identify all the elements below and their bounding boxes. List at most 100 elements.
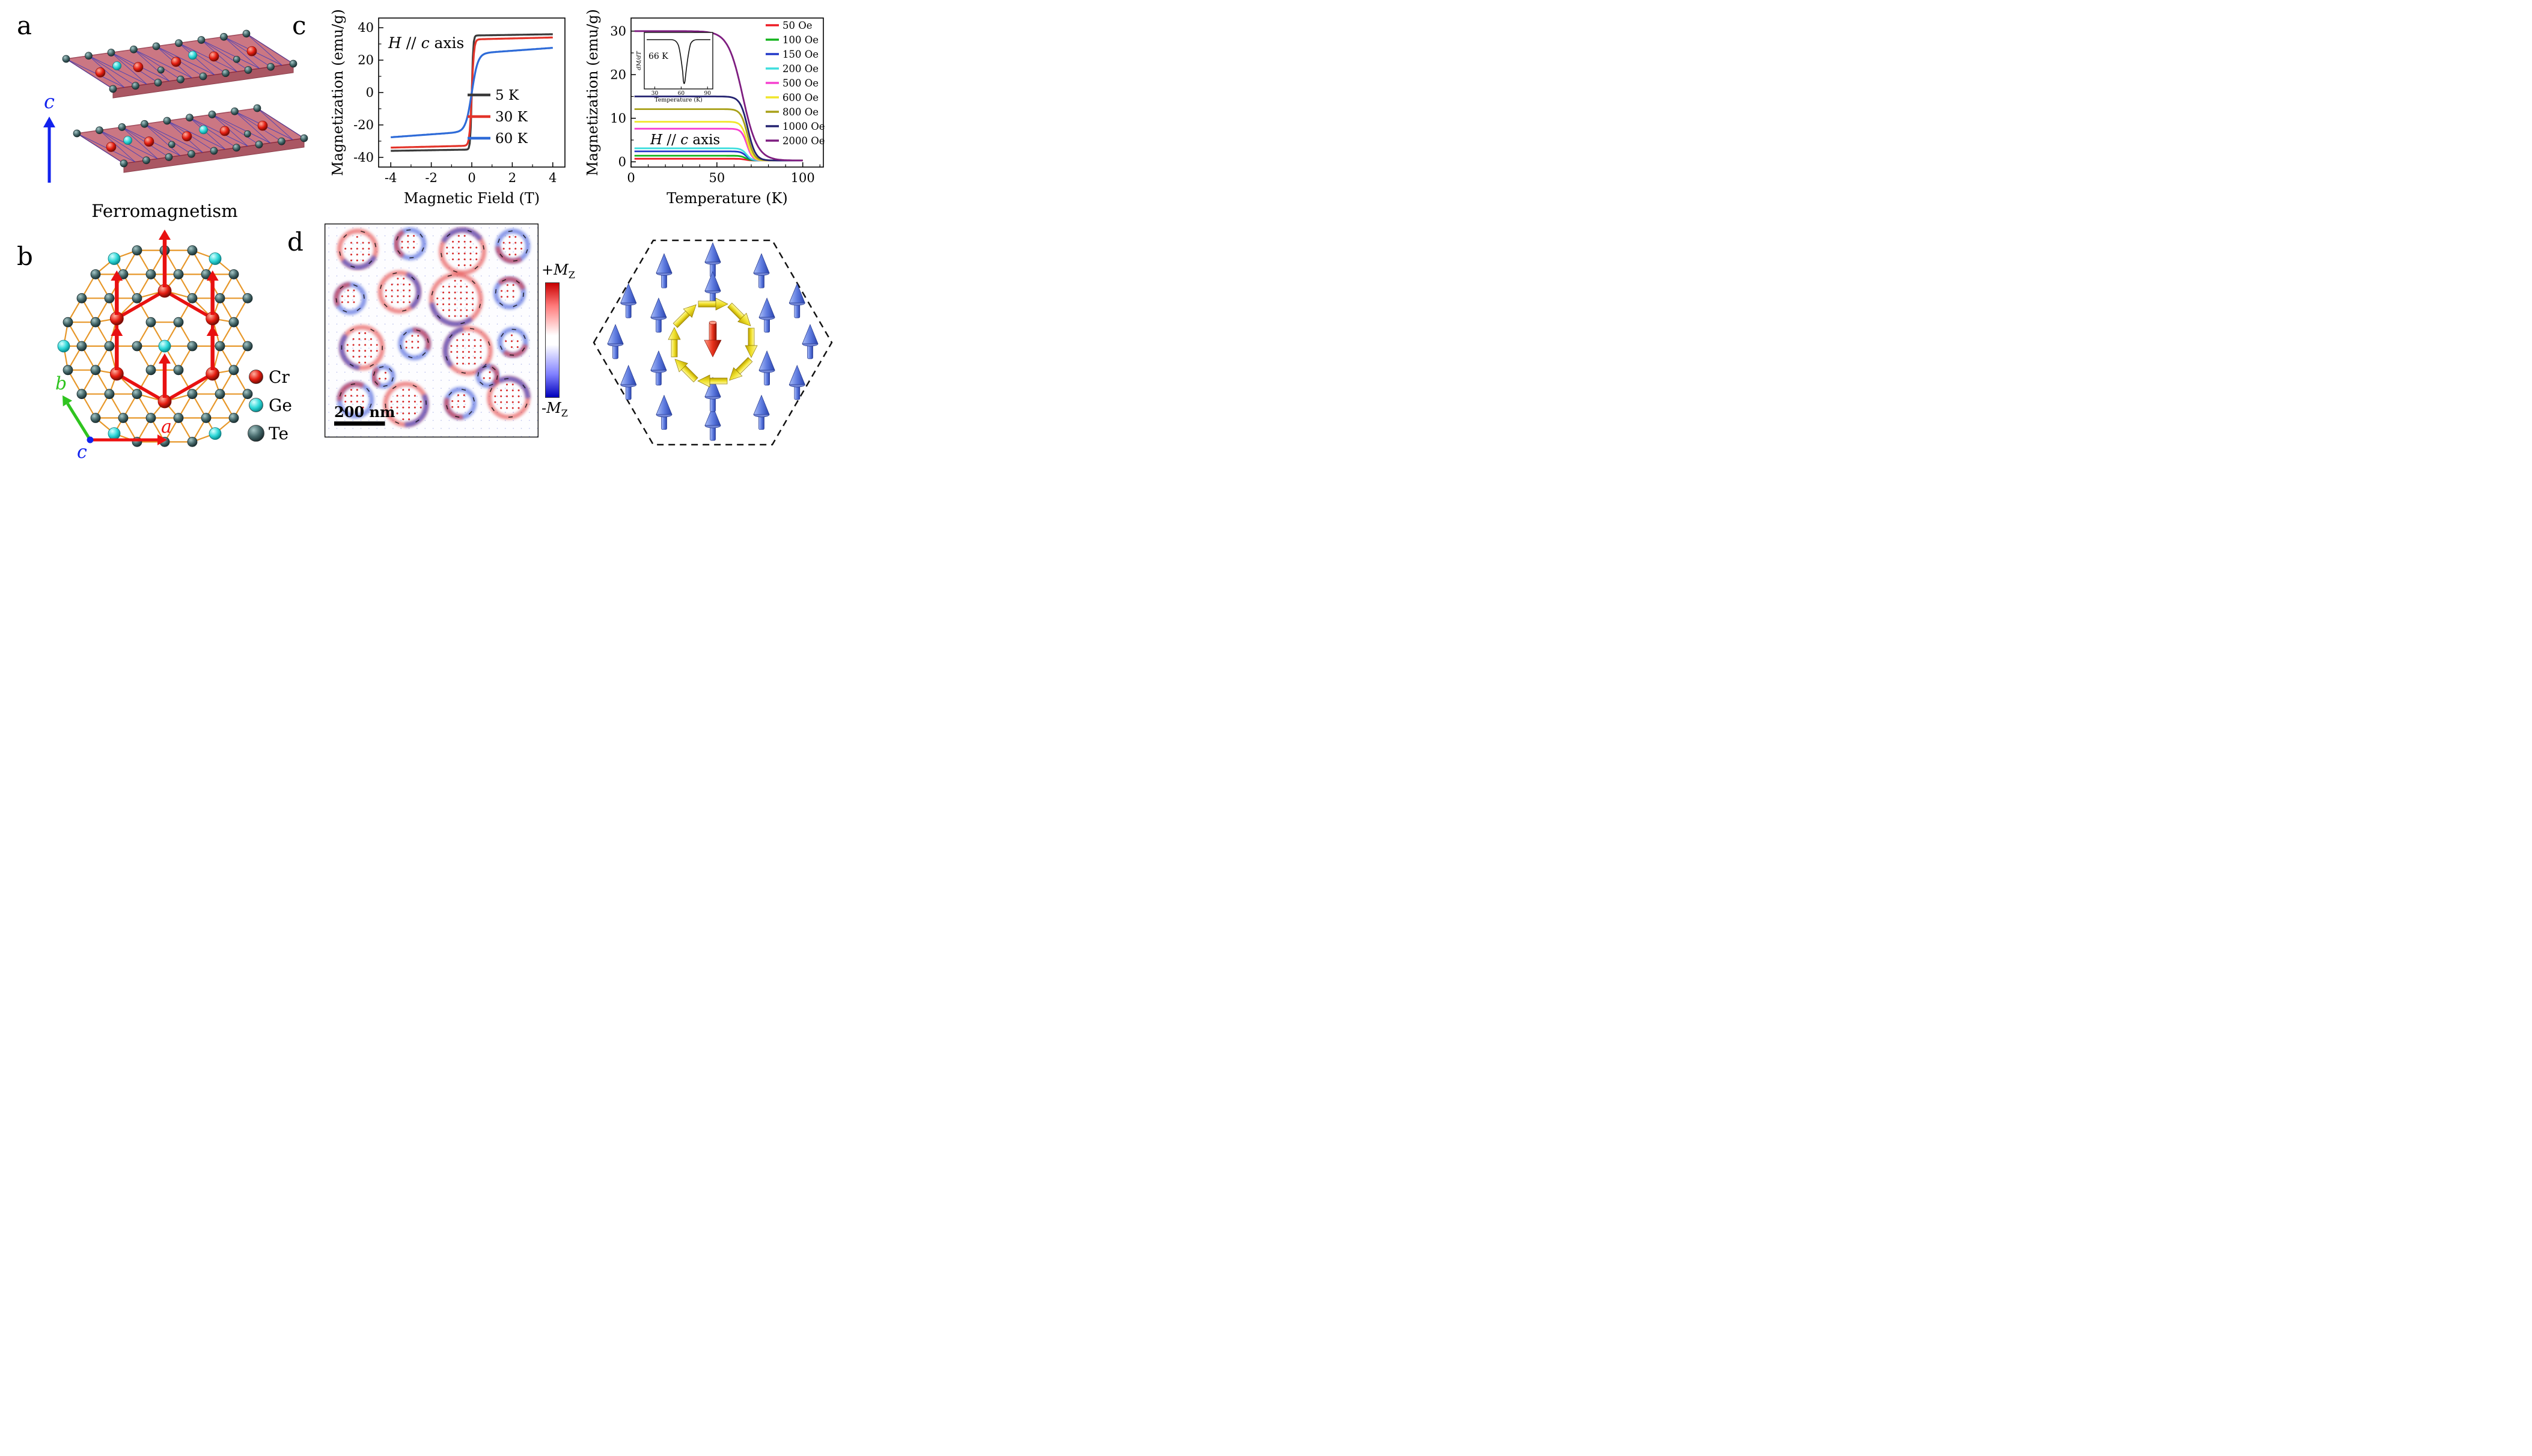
legend-label-50 Oe: 50 Oe [782, 20, 813, 31]
legend-label-100 Oe: 100 Oe [782, 34, 819, 46]
spin-arrows [111, 230, 219, 398]
in-plane-spin-arrow [698, 297, 728, 311]
axis-label-a: a [161, 416, 172, 437]
ge-atom [209, 427, 222, 440]
svg-text:0: 0 [627, 171, 635, 185]
te-atom [228, 365, 239, 376]
panel-label-b: b [17, 242, 33, 271]
up-spin-arrow [753, 253, 770, 288]
panel-label-c: c [292, 11, 307, 40]
atoms [57, 245, 253, 447]
te-atom [145, 317, 156, 327]
svg-text:0: 0 [468, 171, 475, 185]
y-axis-label: Magnetization (emu/g) [329, 9, 346, 176]
down-spin-arrow [704, 320, 722, 358]
svg-text:30: 30 [651, 91, 659, 97]
colorbar-label-minus: -MZ [541, 399, 568, 419]
x-axis-label: Temperature (K) [667, 190, 788, 207]
up-spin-arrow [789, 365, 805, 400]
plot-frame [630, 17, 824, 168]
te-atom [76, 341, 87, 352]
te-atom [90, 269, 101, 279]
inset-dip-label: 66 K [648, 52, 668, 61]
up-spin-arrow [650, 297, 667, 333]
te-atom [187, 293, 198, 303]
ge-atom [108, 252, 121, 265]
inset-x-label: Temperature (K) [654, 97, 703, 103]
legend-label-200 Oe: 200 Oe [782, 63, 819, 75]
in-plane-spin-arrow [727, 302, 751, 326]
te-atom [173, 317, 184, 327]
te-atom [242, 389, 253, 400]
c-axis-arrow [43, 117, 55, 183]
annotation-h-parallel-c: H // c axis [388, 34, 464, 52]
series-2000 Oe [634, 30, 803, 162]
series-1000 Oe [634, 96, 803, 162]
svg-text:10: 10 [610, 111, 626, 126]
ge-atom [57, 340, 70, 353]
te-atom [132, 245, 142, 256]
up-spin-arrow [620, 283, 637, 318]
x-axis-label: Magnetic Field (T) [404, 190, 540, 207]
up-spin-arrow [704, 377, 721, 412]
legend-label-30 K: 30 K [495, 109, 528, 125]
te-atom [187, 341, 198, 352]
te-atom [187, 245, 198, 256]
in-plane-spin-arrow [745, 327, 758, 358]
svg-text:20: 20 [358, 53, 374, 67]
svg-text:4: 4 [549, 171, 557, 185]
colorbar: +MZ -MZ [541, 261, 584, 419]
ticks [379, 27, 554, 167]
te-atom [145, 365, 156, 376]
te-atom [63, 317, 73, 327]
in-plane-spin-arrow [697, 374, 728, 388]
te-atom [118, 413, 129, 423]
te-atom [215, 293, 225, 303]
scale-bar-label: 200 nm [334, 403, 395, 421]
inset-y-label: dM/dT [636, 51, 642, 70]
svg-text:-2: -2 [425, 171, 437, 185]
up-spin-arrow [758, 350, 775, 386]
panel-label-d: d [287, 227, 304, 257]
up-spin-arrow [650, 350, 667, 386]
te-atom [90, 365, 101, 376]
in-plane-spin-arrow [673, 304, 697, 328]
ge-atom [108, 427, 121, 440]
legend-label-Ge: Ge [269, 395, 292, 415]
te-atom [104, 293, 115, 303]
up-spin-arrow [758, 297, 775, 333]
up-spin-arrow [753, 394, 770, 430]
image-border [325, 224, 538, 437]
legend-label-800 Oe: 800 Oe [782, 106, 819, 118]
in-plane-spin-arrow [674, 359, 698, 383]
svg-text:50: 50 [709, 171, 725, 185]
svg-text:0: 0 [618, 154, 626, 169]
up-spin-arrow [656, 394, 673, 430]
colorbar-gradient [545, 282, 560, 398]
legend-label-500 Oe: 500 Oe [782, 78, 819, 89]
up-spin-arrow [802, 324, 819, 359]
te-atom [228, 269, 239, 279]
svg-text:100: 100 [791, 171, 815, 185]
c-axis-label: c [44, 90, 55, 113]
te-atom [90, 413, 101, 423]
te-atom [242, 293, 253, 303]
legend-label-5 K: 5 K [495, 88, 519, 103]
te-atom [132, 389, 142, 400]
axis-label-c: c [77, 442, 87, 463]
te-atom [132, 341, 142, 352]
te-atom [104, 389, 115, 400]
up-spin-arrow [789, 283, 805, 318]
te-atom [90, 317, 101, 327]
te-atom [215, 341, 225, 352]
svg-text:0: 0 [366, 85, 374, 100]
svg-text:40: 40 [358, 20, 374, 35]
skyrmion-spin-schematic [593, 239, 833, 446]
svg-text:20: 20 [610, 67, 626, 82]
ge-atom [209, 252, 222, 265]
te-atom [201, 413, 212, 423]
te-atom [132, 293, 142, 303]
